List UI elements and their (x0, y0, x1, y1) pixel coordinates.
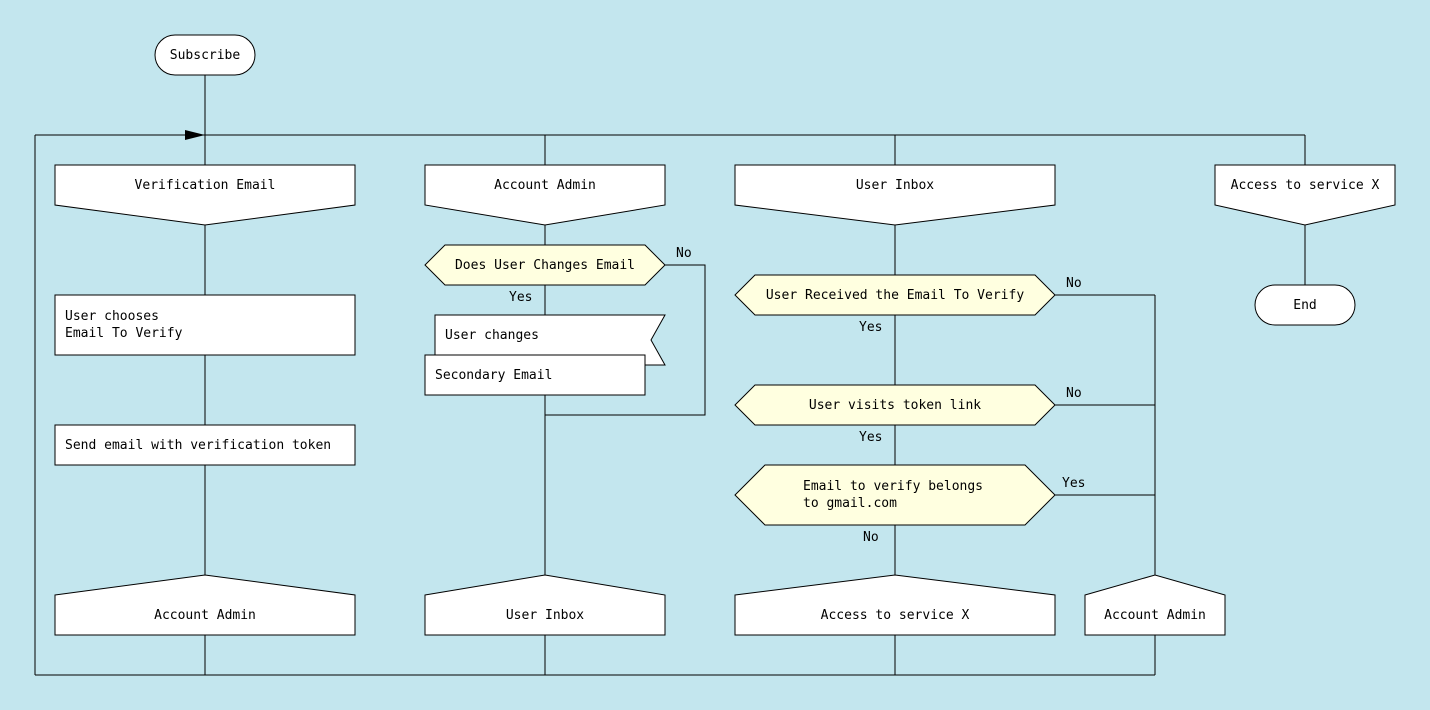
end-node: End (1254, 284, 1356, 326)
inbox-question-gmail-line2: to gmail.com (803, 496, 897, 511)
end-label: End (1293, 298, 1316, 313)
inbox-header: User Inbox (734, 164, 1056, 226)
admin-question-label: Does User Changes Email (455, 258, 635, 273)
admin-header: Account Admin (424, 164, 666, 226)
start-node: Subscribe (154, 34, 256, 76)
inbox-question-received-label: User Received the Email To Verify (766, 288, 1024, 303)
inbox-goto-access: Access to service X (734, 574, 1056, 636)
inbox-goto-access-label: Access to service X (821, 608, 970, 623)
verification-action-choose: User chooses Email To Verify (54, 294, 356, 356)
inbox-q2-no-label: No (1066, 386, 1082, 401)
inbox-goto-admin: Account Admin (1084, 574, 1226, 636)
admin-question-no-label: No (676, 246, 692, 261)
admin-question: Does User Changes Email (424, 244, 666, 286)
inbox-goto-admin-label: Account Admin (1104, 608, 1206, 623)
admin-output-label: Secondary Email (435, 368, 552, 383)
verification-goto-label: Account Admin (154, 608, 256, 623)
verification-goto: Account Admin (54, 574, 356, 636)
verification-action-choose-line2: Email To Verify (65, 326, 183, 341)
inbox-question-gmail-line1: Email to verify belongs (803, 479, 983, 494)
edge-admin-no-loop (545, 264, 706, 416)
access-header-label: Access to service X (1231, 178, 1380, 193)
verification-action-send: Send email with verification token (54, 424, 356, 466)
inbox-q3-yes-label: Yes (1062, 476, 1085, 491)
inbox-question-received: User Received the Email To Verify (734, 274, 1056, 316)
admin-output: Secondary Email (424, 354, 646, 396)
inbox-question-token: User visits token link (734, 384, 1056, 426)
admin-event: User changes (434, 314, 666, 366)
arrow-head (185, 130, 205, 140)
admin-question-yes-label: Yes (509, 290, 532, 305)
inbox-q1-no-label: No (1066, 276, 1082, 291)
inbox-q3-no-label: No (863, 530, 879, 545)
admin-header-label: Account Admin (494, 178, 596, 193)
verification-header: Verification Email (54, 164, 356, 226)
inbox-q2-yes-label: Yes (859, 430, 882, 445)
admin-goto-label: User Inbox (506, 608, 584, 623)
inbox-header-label: User Inbox (856, 178, 934, 193)
admin-goto: User Inbox (424, 574, 666, 636)
inbox-question-gmail: Email to verify belongs to gmail.com (734, 464, 1056, 526)
verification-action-choose-line1: User chooses (65, 309, 159, 324)
access-header: Access to service X (1214, 164, 1396, 226)
verification-header-label: Verification Email (135, 178, 276, 193)
verification-action-send-label: Send email with verification token (65, 438, 331, 453)
inbox-question-token-label: User visits token link (809, 398, 981, 413)
start-label: Subscribe (170, 48, 241, 63)
admin-event-label: User changes (445, 328, 539, 343)
inbox-q1-yes-label: Yes (859, 320, 882, 335)
